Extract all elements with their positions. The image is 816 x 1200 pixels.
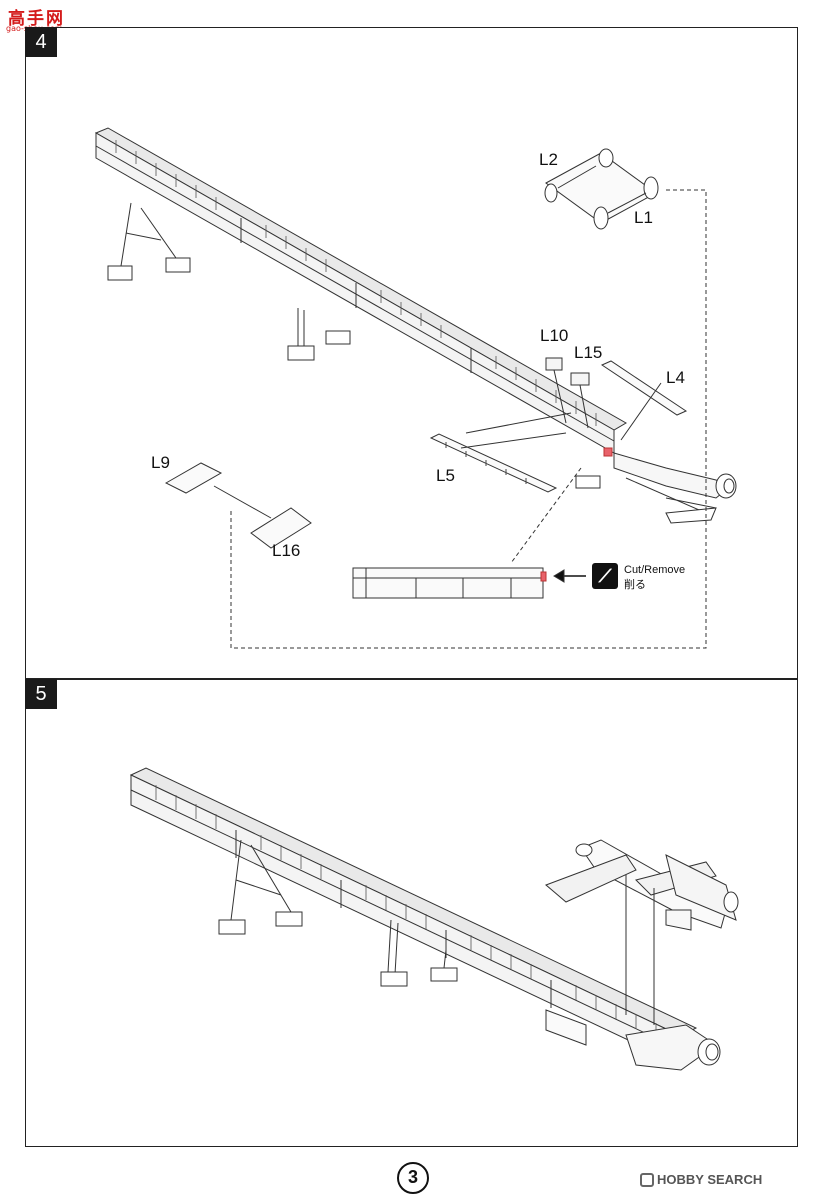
label-l2: L2 [539,150,558,169]
part-l15 [570,372,590,386]
cut-instruction-jp: 削る [624,579,646,591]
step-4-badge: 4 [25,27,57,57]
hobby-search-logo: HOBBY SEARCH [640,1172,762,1192]
label-l15: L15 [574,343,603,362]
part-l9 [164,462,223,494]
ramp-rail-top [94,127,628,431]
step-5-badge: 5 [25,679,57,709]
part-l1-l2-trolley [544,148,659,230]
step-4-illustration [94,127,737,649]
label-l16: L16 [272,541,301,560]
a-frame-support [120,202,132,267]
watermark-site-name: 高手网 [8,9,65,29]
label-l5: L5 [436,466,455,485]
part-l10 [545,357,563,371]
page-number: 3 [397,1162,429,1194]
step-5-panel: 5 [25,679,798,1147]
cut-point-highlight [603,447,613,457]
hobby-search-logo-text: HOBBY SEARCH [657,1172,763,1187]
v1-missile [545,839,739,931]
label-l4: L4 [666,368,685,387]
cut-detail-rail [352,567,547,599]
ramp-rail-top-complete [129,767,698,1037]
label-l10: L10 [540,326,569,345]
hobby-search-logo-icon [640,1173,654,1187]
support-base [107,265,133,281]
part-l16 [250,507,312,549]
cut-instruction-text: Cut/Remove 削る [624,563,685,593]
cut-knife-icon: ⟋ [592,563,618,589]
part-l4-plate [600,360,688,416]
step-5-illustration [129,767,739,1071]
label-l1: L1 [634,208,653,227]
label-l9: L9 [151,453,170,472]
cut-instruction-en: Cut/Remove [624,564,686,576]
steam-generator [613,452,732,499]
part-l5-rail [429,433,558,493]
step-4-panel: 4 [25,27,798,679]
